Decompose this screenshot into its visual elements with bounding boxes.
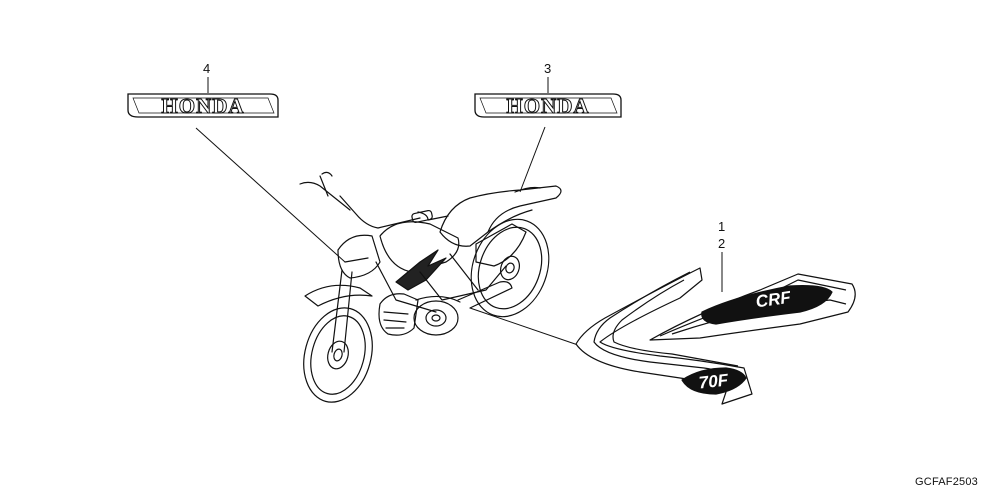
honda-emblem-part-4[interactable]: HONDA (127, 93, 279, 119)
exhaust (457, 281, 513, 309)
front-fork (331, 269, 353, 353)
stripe-text-lower: 70F (698, 370, 730, 392)
frame (375, 253, 507, 313)
side-panel (475, 223, 527, 267)
motorcycle-illustration (299, 171, 562, 403)
front-wheel (303, 307, 373, 403)
leader-lines (195, 77, 723, 346)
honda-emblem-part-3[interactable]: HONDA (474, 93, 622, 119)
front-fender (304, 284, 373, 307)
callout-3[interactable]: 3 (544, 61, 552, 76)
callout-2[interactable]: 2 (718, 236, 726, 251)
emblem-text-right: HONDA (506, 94, 589, 118)
stripe-text-upper: CRF (755, 288, 793, 312)
rear-fender (487, 186, 541, 233)
callout-1[interactable]: 1 (718, 219, 726, 234)
emblem-text-left: HONDA (161, 94, 244, 118)
shroud-graphic (395, 249, 447, 291)
handlebar (299, 181, 449, 229)
diagram-code: GCFAF2503 (915, 476, 978, 488)
number-plate (337, 234, 381, 279)
fuel-tank (379, 221, 460, 273)
seat (439, 185, 562, 247)
callout-4[interactable]: 4 (203, 61, 211, 76)
stripe-decal-part-1-2[interactable]: CRF 70F (575, 267, 856, 405)
engine (378, 293, 459, 336)
